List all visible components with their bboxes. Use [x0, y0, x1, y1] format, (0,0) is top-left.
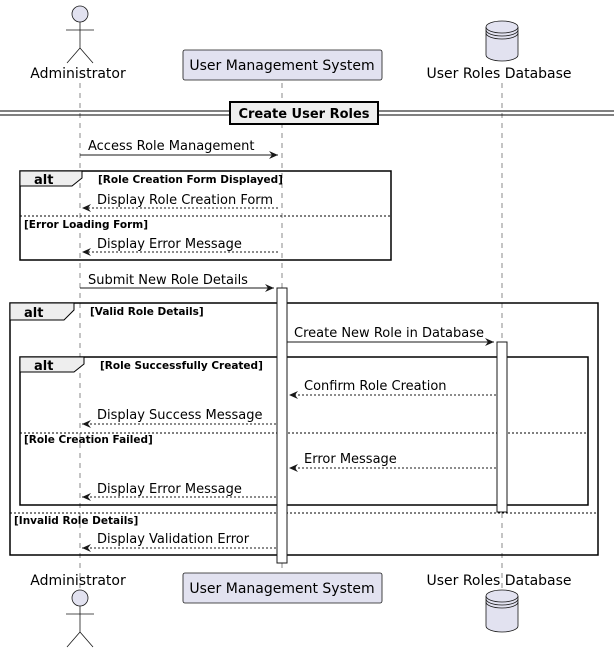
participant-label: User Roles Database [426, 66, 571, 82]
fragment-keyword: alt [34, 359, 53, 374]
message-label: Submit New Role Details [88, 273, 248, 288]
fragment-guard: [Role Successfully Created] [100, 360, 263, 372]
fragment-guard: [Valid Role Details] [90, 306, 204, 318]
database-icon [485, 589, 519, 633]
message-label: Access Role Management [88, 139, 254, 154]
divider-label: Create User Roles [238, 107, 369, 122]
message-label: Confirm Role Creation [304, 379, 447, 394]
message-label: Display Role Creation Form [97, 193, 273, 208]
message-label: Display Validation Error [97, 532, 250, 547]
fragment-else-guard: [Role Creation Failed] [24, 434, 153, 446]
alt-fragment-validation: alt [Valid Role Details] [Invalid Role D… [9, 302, 599, 556]
message-label: Create New Role in Database [294, 326, 484, 341]
participant-administrator-bottom: Administrator [30, 573, 126, 648]
message-label: Display Success Message [97, 408, 263, 423]
alt-fragment-form: alt [Role Creation Form Displayed] [Erro… [19, 170, 392, 261]
participant-user-management-system-bottom: User Management System [182, 572, 383, 604]
participant-label: User Management System [189, 58, 374, 74]
fragment-guard: [Role Creation Form Displayed] [98, 174, 283, 186]
participant-label: User Roles Database [426, 573, 571, 589]
section-divider: Create User Roles [0, 101, 614, 125]
participant-administrator-top: Administrator [30, 5, 126, 82]
fragment-keyword: alt [24, 306, 43, 321]
message-label: Display Error Message [97, 482, 242, 497]
activation-bar-db [496, 341, 508, 513]
fragment-else-guard: [Invalid Role Details] [14, 515, 138, 527]
participant-label: Administrator [30, 66, 126, 82]
participant-label: User Management System [189, 581, 374, 597]
message-label: Display Error Message [97, 237, 242, 252]
activation-bar-ums [276, 287, 288, 564]
participant-user-roles-database-bottom: User Roles Database [426, 573, 572, 633]
fragment-else-guard: [Error Loading Form] [24, 219, 148, 231]
participant-user-roles-database-top: User Roles Database [426, 20, 572, 82]
database-icon [485, 20, 519, 62]
actor-icon [66, 5, 94, 64]
message-label: Error Message [304, 452, 397, 467]
participant-label: Administrator [30, 573, 126, 589]
participant-user-management-system-top: User Management System [182, 49, 383, 81]
actor-icon [66, 589, 94, 648]
alt-fragment-creation-result: alt [Role Successfully Created] [Role Cr… [19, 356, 589, 506]
fragment-keyword: alt [34, 173, 53, 188]
